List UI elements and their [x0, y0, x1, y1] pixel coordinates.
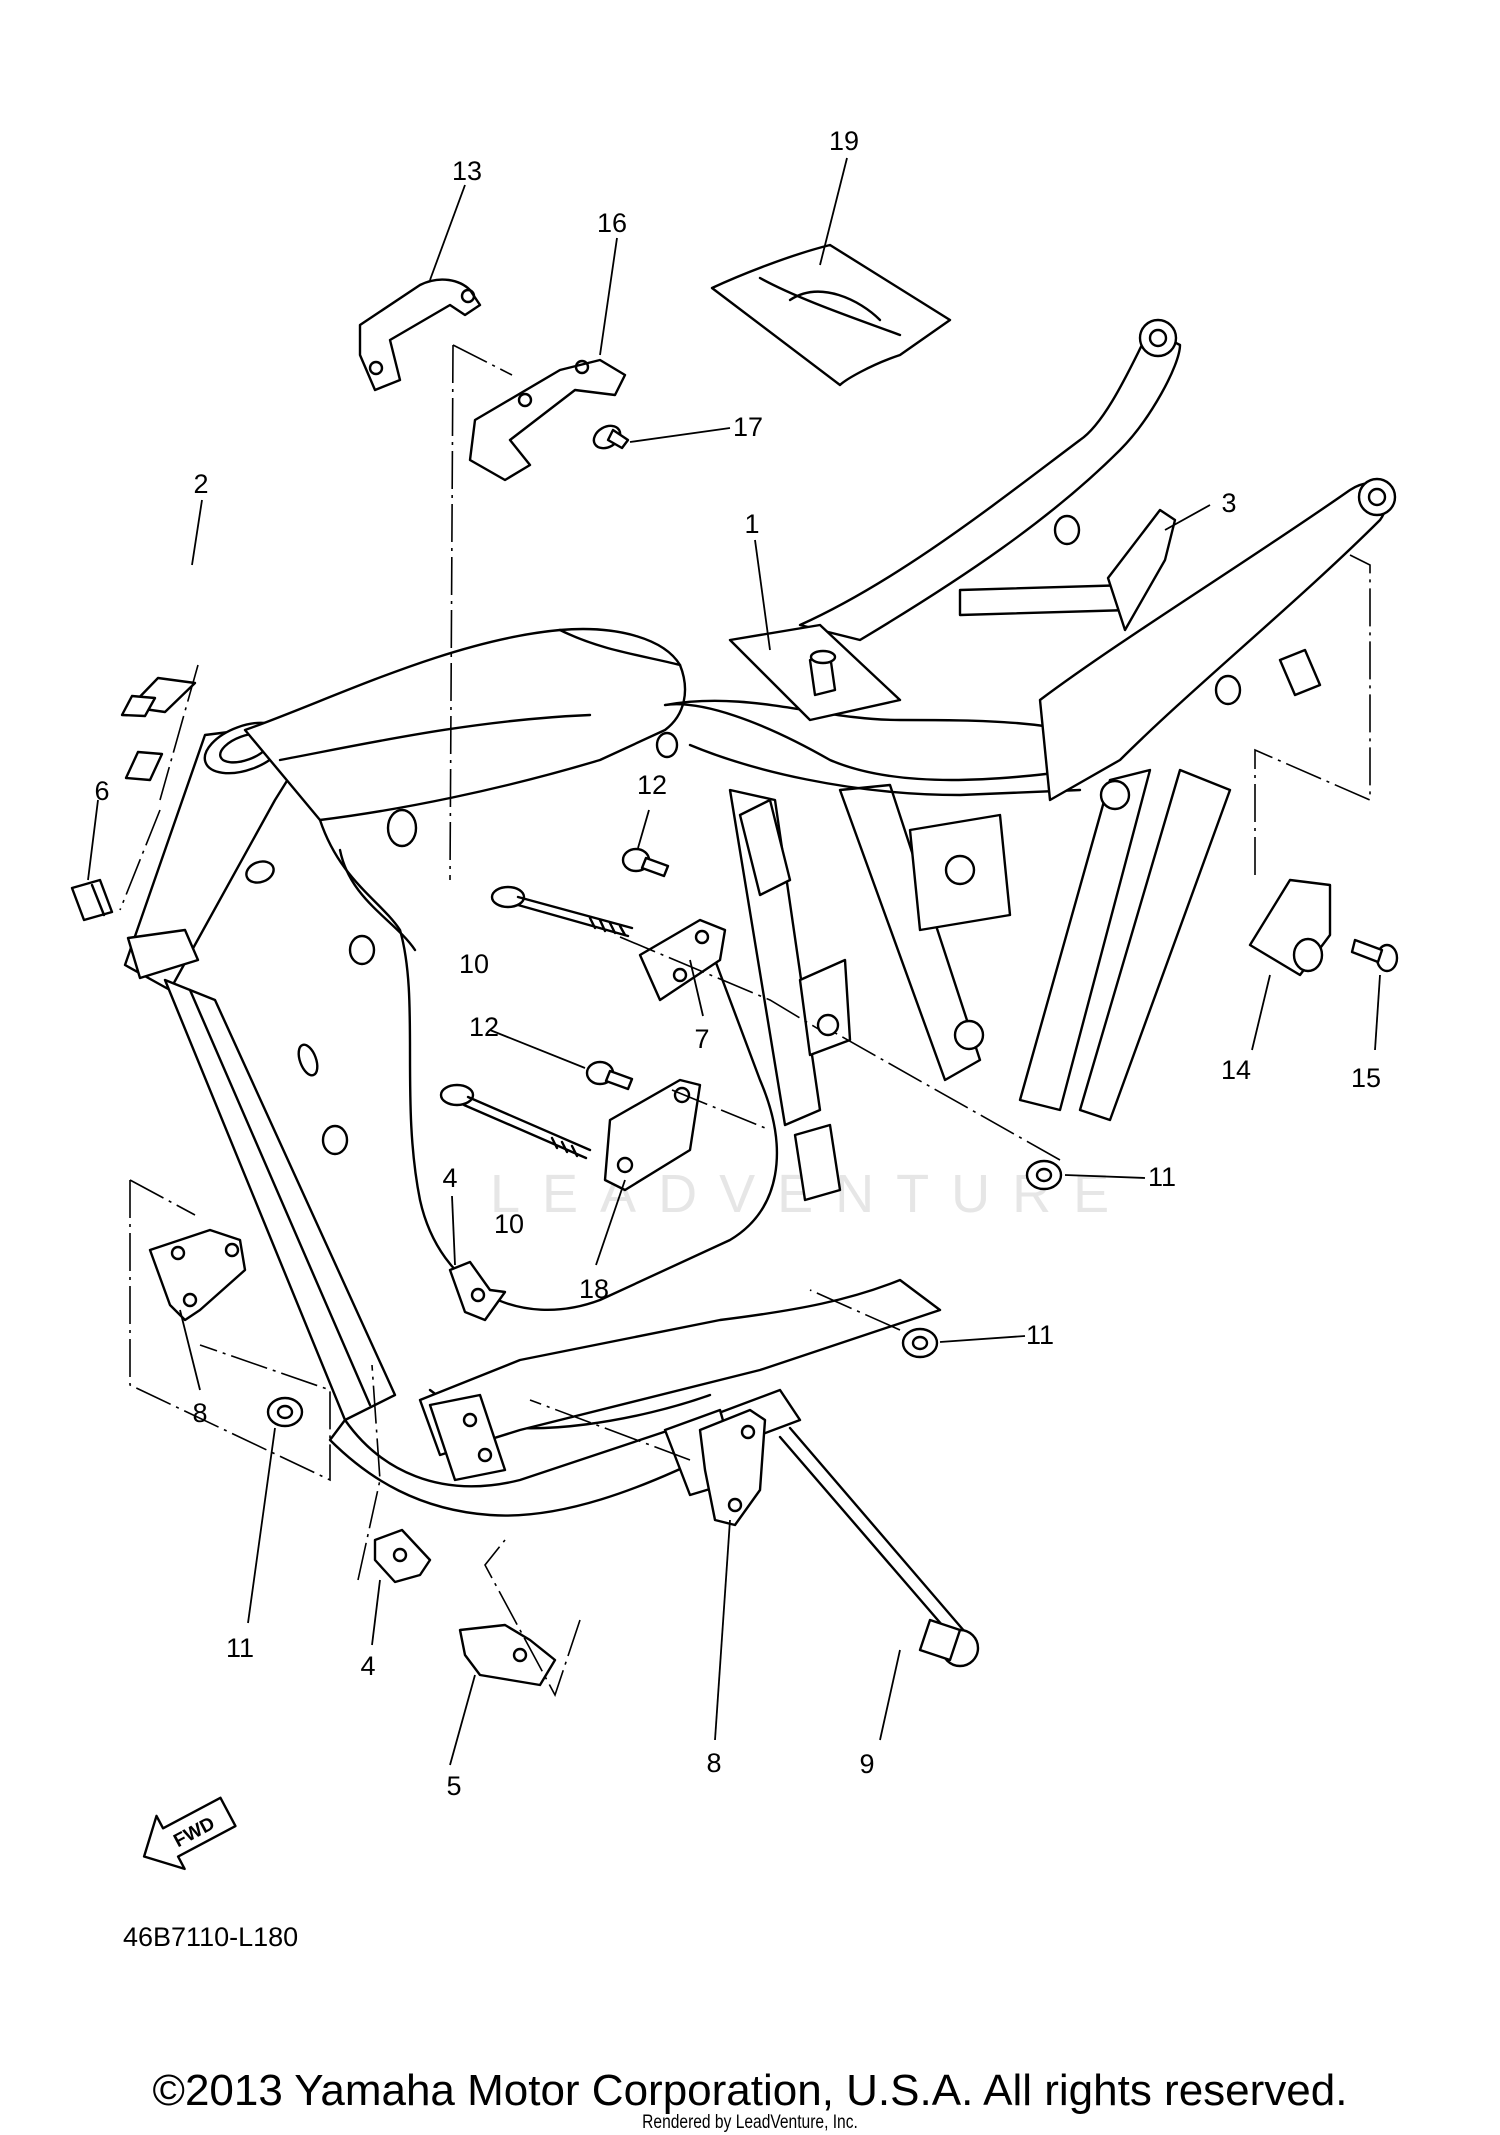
- callout-16: 16: [597, 208, 627, 238]
- part-3-sticker: [1106, 508, 1177, 632]
- callout-14: 14: [1221, 1055, 1251, 1085]
- callout-7: 7: [694, 1024, 709, 1054]
- part-5-clamp: [458, 1623, 557, 1687]
- copyright-notice: ©2013 Yamaha Motor Corporation, U.S.A. A…: [152, 2066, 1348, 2115]
- part-4-clamp-upper: [448, 1260, 507, 1322]
- callout-4-lower: 4: [360, 1651, 375, 1681]
- alignment-lines: [119, 344, 1371, 1698]
- callout-8-right: 8: [706, 1748, 721, 1778]
- part-8-bracket-right: [698, 1408, 767, 1527]
- part-19-pad: [710, 243, 952, 387]
- callout-10-lower: 10: [494, 1209, 524, 1239]
- part-17-bolt: [592, 424, 630, 450]
- callout-9: 9: [859, 1749, 874, 1779]
- callout-labels: 1 2 3 4 4 5 6 7 8 8 9 10 10 11 11 11 12 …: [94, 126, 1381, 1801]
- part-12-bolt-lower: [585, 1060, 634, 1091]
- callout-11-middle: 11: [1026, 1320, 1054, 1350]
- part-15-bolt: [1350, 938, 1399, 973]
- callout-17: 17: [733, 412, 763, 442]
- callout-6: 6: [94, 776, 109, 806]
- main-frame-part: [123, 318, 1397, 1517]
- part-6-cap: [70, 878, 114, 922]
- part-12-bolt-upper: [621, 847, 670, 878]
- part-14-rubber-mount: [1248, 878, 1332, 977]
- callout-10-upper: 10: [459, 949, 489, 979]
- callout-3: 3: [1221, 488, 1236, 518]
- part-11-nut-left: [266, 1396, 304, 1428]
- callout-12-upper: 12: [637, 770, 667, 800]
- callout-19: 19: [829, 126, 859, 156]
- drawing-code: 46B7110-L180: [123, 1922, 298, 1952]
- part-18-mount-plate: [603, 1078, 702, 1192]
- part-10-long-bolt-lower: [439, 1083, 592, 1160]
- callout-13: 13: [452, 156, 482, 186]
- rendered-by-credit: Rendered by LeadVenture, Inc.: [642, 2112, 858, 2133]
- callout-18: 18: [579, 1274, 609, 1304]
- part-2-emblem: [120, 676, 197, 782]
- callout-15: 15: [1351, 1063, 1381, 1093]
- part-11-nut-right-lower: [901, 1327, 939, 1359]
- callout-1: 1: [744, 509, 759, 539]
- part-10-long-bolt-upper: [490, 885, 634, 938]
- part-9-long-bolt: [778, 1426, 980, 1668]
- callout-11-upper: 11: [1148, 1162, 1176, 1192]
- callout-leaders: [87, 157, 1381, 1766]
- part-13-bracket: [358, 278, 482, 392]
- callout-5: 5: [446, 1771, 461, 1801]
- part-8-bracket-left: [148, 1228, 247, 1322]
- callout-4-upper: 4: [442, 1163, 457, 1193]
- part-7-mount-plate: [638, 918, 727, 1002]
- part-16-bracket: [468, 358, 627, 482]
- part-4-clamp-lower: [373, 1528, 432, 1584]
- fwd-arrow-icon: FWD: [142, 1796, 237, 1871]
- callout-11-left: 11: [226, 1633, 254, 1663]
- callout-2: 2: [193, 469, 208, 499]
- part-11-nut-right-upper: [1025, 1159, 1063, 1191]
- leadventure-watermark: LEADVENTURE: [490, 1164, 1131, 1224]
- callout-8-left: 8: [192, 1398, 207, 1428]
- callout-12-lower: 12: [469, 1012, 499, 1042]
